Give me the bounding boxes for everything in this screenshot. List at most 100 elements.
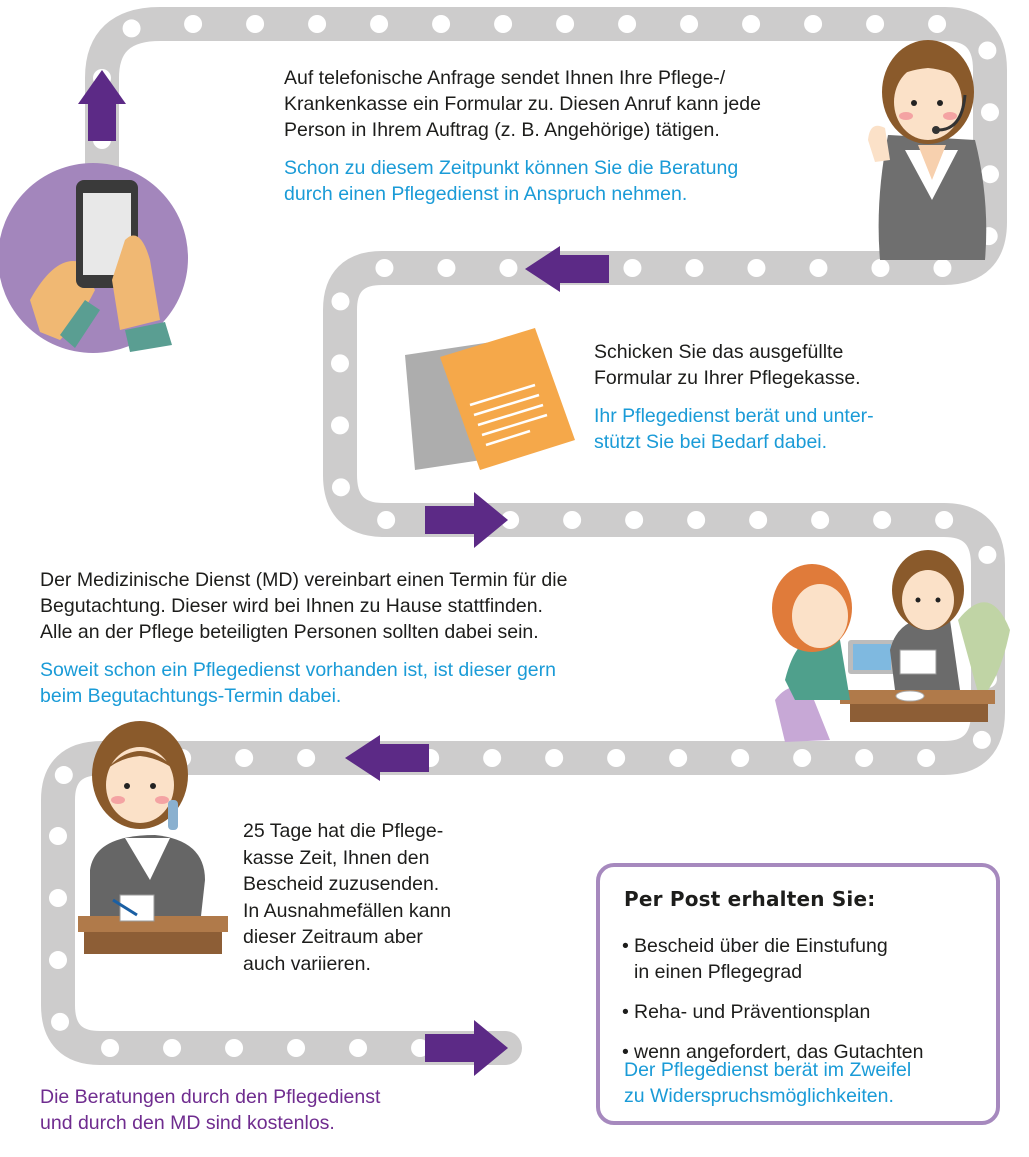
track-dot xyxy=(742,15,761,33)
result-box-list: Bescheid über die Einstufung in einen Pf… xyxy=(622,933,923,1079)
track-dot xyxy=(917,749,936,768)
track-dot xyxy=(928,15,947,33)
arrow-right-icon xyxy=(425,1020,508,1076)
step-1-text: Auf telefonische Anfrage sendet Ihnen Ih… xyxy=(284,65,761,207)
track-dot xyxy=(163,1039,182,1057)
track-dot xyxy=(563,511,582,529)
track-dot xyxy=(331,354,349,373)
arrow-up-icon xyxy=(78,70,126,141)
track-dot xyxy=(54,766,73,785)
track-dot xyxy=(793,749,812,768)
step-1-note: Schon zu diesem Zeitpunkt können Sie die… xyxy=(284,157,739,179)
track-dot xyxy=(731,749,750,768)
track-dot xyxy=(432,15,451,33)
track-dot xyxy=(933,259,952,278)
track-dot xyxy=(287,1039,306,1057)
track-dot xyxy=(49,951,67,970)
track-dot xyxy=(246,15,265,33)
track-dot xyxy=(349,1039,368,1057)
result-box-item-text: Bescheid über die Einstufung xyxy=(634,935,888,957)
track-dot xyxy=(669,749,688,768)
track-dot xyxy=(494,15,513,33)
track-dot xyxy=(184,15,203,33)
step-3-line: Begutachtung. Dieser wird bei Ihnen zu H… xyxy=(40,595,543,617)
track-dot xyxy=(122,19,141,38)
track-dot xyxy=(370,15,389,33)
track-dot xyxy=(747,259,766,278)
track-dot xyxy=(685,259,704,278)
footer-note-line: Die Beratungen durch den Pflegedienst xyxy=(40,1086,381,1108)
step-3-note: beim Begutachtungs-Termin dabei. xyxy=(40,685,342,707)
track-dot xyxy=(331,478,350,497)
track-dot xyxy=(625,511,644,529)
result-box: Per Post erhalten Sie: Bescheid über die… xyxy=(596,863,1000,1125)
step-2-line: Formular zu Ihrer Pflegekasse. xyxy=(594,367,861,389)
track-dot xyxy=(235,749,254,767)
track-dot xyxy=(935,511,954,530)
step-4-line: kasse Zeit, Ihnen den xyxy=(243,846,430,869)
track-dot xyxy=(972,730,991,749)
result-box-item: wenn angefordert, das Gutachten xyxy=(622,1039,923,1065)
document-icon xyxy=(405,328,575,470)
track-dot xyxy=(331,292,350,311)
step-3-text: Der Medizinische Dienst (MD) vereinbart … xyxy=(40,567,567,709)
step-1-line: Person in Ihrem Auftrag (z. B. Angehörig… xyxy=(284,119,720,141)
track-dot xyxy=(873,511,892,529)
track-dot xyxy=(49,827,68,846)
step-1-line: Krankenkasse ein Formular zu. Diesen Anr… xyxy=(284,93,761,115)
track-dot xyxy=(297,749,316,767)
track-dot xyxy=(101,1039,120,1057)
step-4-line: auch variieren. xyxy=(243,952,371,975)
track-dot xyxy=(978,41,997,60)
result-box-item-text: Reha- und Präventionsplan xyxy=(634,1001,871,1023)
arrow-left-icon xyxy=(345,735,429,781)
footer-note-line: und durch den MD sind kostenlos. xyxy=(40,1112,335,1134)
step-2-note: Ihr Pflegedienst berät und unter- xyxy=(594,405,874,427)
result-box-item: Bescheid über die Einstufung xyxy=(622,933,923,959)
track-dot xyxy=(809,259,828,278)
track-dot xyxy=(51,1012,70,1031)
step-4-line: In Ausnahmefällen kann xyxy=(243,899,452,922)
track-dot xyxy=(375,259,394,277)
step-4-line: Bescheid zuzusenden. xyxy=(243,873,440,895)
arrow-right-icon xyxy=(425,492,508,548)
step-4-line: dieser Zeitraum aber xyxy=(243,926,423,948)
step-3-line: Alle an der Pflege beteiligten Personen … xyxy=(40,621,539,643)
conveyor-track xyxy=(41,7,1007,1065)
track-dot xyxy=(225,1039,244,1057)
track-dot xyxy=(749,511,768,529)
step-4-text: 25 Tage hat die Pflege- kasse Zeit, Ihne… xyxy=(243,818,451,977)
headset-agent-icon xyxy=(868,40,987,260)
track-dot xyxy=(501,511,520,529)
result-box-note-line: zu Widerspruchsmöglichkeiten. xyxy=(624,1085,894,1107)
step-3-line: Der Medizinische Dienst (MD) vereinbart … xyxy=(40,569,568,591)
step-1-line: Auf telefonische Anfrage sendet Ihnen Ih… xyxy=(284,67,726,89)
track-dot xyxy=(680,15,699,33)
track-dot xyxy=(331,416,349,435)
result-box-note: Der Pflegedienst berät im Zweifel zu Wid… xyxy=(624,1057,911,1109)
track-dot xyxy=(811,511,830,529)
track-dot xyxy=(308,15,327,33)
track-dot xyxy=(687,511,706,529)
result-box-item: Reha- und Präventionsplan xyxy=(622,999,923,1025)
track-dot xyxy=(556,15,575,33)
result-box-item-text: in einen Pflegegrad xyxy=(634,961,803,983)
track-dot xyxy=(623,259,642,278)
track-dot xyxy=(855,749,874,768)
result-box-title: Per Post erhalten Sie: xyxy=(624,887,876,911)
track-dot xyxy=(618,15,637,33)
step-3-note: Soweit schon ein Pflegedienst vorhanden … xyxy=(40,659,556,681)
track-dot xyxy=(545,749,564,768)
step-1-note: durch einen Pflegedienst in Anspruch neh… xyxy=(284,183,688,205)
consultation-icon xyxy=(772,550,1010,742)
track-dot xyxy=(49,889,67,908)
arrow-left-icon xyxy=(525,246,609,292)
track-dot xyxy=(866,15,885,33)
step-2-text: Schicken Sie das ausgefüllte Formular zu… xyxy=(594,339,874,455)
agent-on-phone-icon xyxy=(78,721,228,954)
footer-note: Die Beratungen durch den Pflegedienst un… xyxy=(40,1084,380,1136)
result-box-item-continuation: in einen Pflegegrad xyxy=(622,959,923,985)
result-box-item-text: wenn angefordert, das Gutachten xyxy=(634,1041,924,1063)
track-dot xyxy=(499,259,518,277)
